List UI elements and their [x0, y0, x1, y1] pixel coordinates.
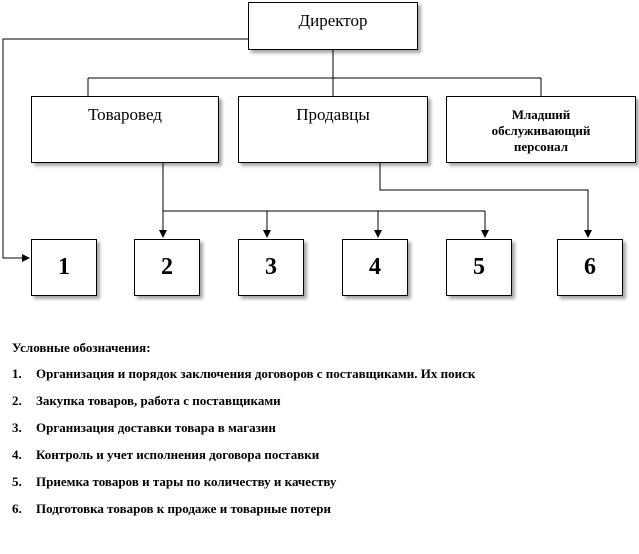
number-label-2: 2: [161, 254, 173, 280]
sellers-label: Продавцы: [296, 105, 370, 124]
number-label-4: 4: [369, 254, 381, 280]
number-label-1: 1: [58, 254, 70, 280]
junior-staff-box: Младший обслуживающий персонал: [446, 96, 636, 163]
legend-item: 1. Организация и порядок заключения догов…: [12, 366, 475, 393]
legend-item-text: Контроль и учет исполнения договора пост…: [36, 447, 320, 462]
legend-item-number: 6.: [12, 501, 22, 516]
legend-item: 3. Организация доставки товара в магазин: [12, 420, 475, 447]
number-label-6: 6: [584, 254, 596, 280]
legend-title: Условные обозначения:: [12, 340, 151, 355]
junior-staff-label: Младший обслуживающий персонал: [447, 107, 635, 155]
number-box-3: 3: [238, 239, 304, 296]
merchandiser-box: Товаровед: [31, 96, 219, 163]
merchandiser-label: Товаровед: [88, 105, 162, 124]
junior-staff-line-1: Младший: [511, 107, 571, 122]
director-label: Директор: [298, 11, 368, 30]
legend-item-text: Организация и порядок заключения договор…: [36, 366, 476, 381]
legend-item-number: 4.: [12, 447, 22, 462]
number-box-5: 5: [446, 239, 512, 296]
arrow-to-1: [2, 38, 248, 262]
legend-item-text: Приемка товаров и тары по количеству и к…: [36, 474, 337, 489]
legend-item-number: 1.: [12, 366, 22, 381]
legend-item-text: Подготовка товаров к продаже и товарные …: [36, 501, 331, 516]
legend-item: 6. Подготовка товаров к продаже и товарны…: [12, 501, 475, 528]
legend-item: 2. Закупка товаров, работа с поставщиками: [12, 393, 475, 420]
legend-item: 4. Контроль и учет исполнения договора по…: [12, 447, 475, 474]
legend-item-number: 5.: [12, 474, 22, 489]
legend-item-number: 3.: [12, 420, 22, 435]
number-box-1: 1: [31, 239, 97, 296]
number-box-6: 6: [557, 239, 623, 296]
junior-staff-line-2: обслуживающий: [491, 123, 591, 138]
legend-item-text: Организация доставки товара в магазин: [36, 420, 276, 435]
arrow-to-6: [379, 163, 592, 238]
junior-staff-line-3: персонал: [513, 139, 569, 154]
legend-item-number: 2.: [12, 393, 22, 408]
number-box-4: 4: [342, 239, 408, 296]
legend-item: 5. Приемка товаров и тары по количеству и…: [12, 474, 475, 501]
number-label-3: 3: [265, 254, 277, 280]
number-box-2: 2: [134, 239, 200, 296]
number-label-5: 5: [473, 254, 485, 280]
director-box: Директор: [248, 2, 418, 50]
sellers-box: Продавцы: [238, 96, 428, 163]
legend-item-text: Закупка товаров, работа с поставщиками: [36, 393, 281, 408]
legend: Условные обозначения: 1. Организация и по…: [12, 340, 475, 528]
legend-list: 1. Организация и порядок заключения догов…: [12, 366, 475, 528]
